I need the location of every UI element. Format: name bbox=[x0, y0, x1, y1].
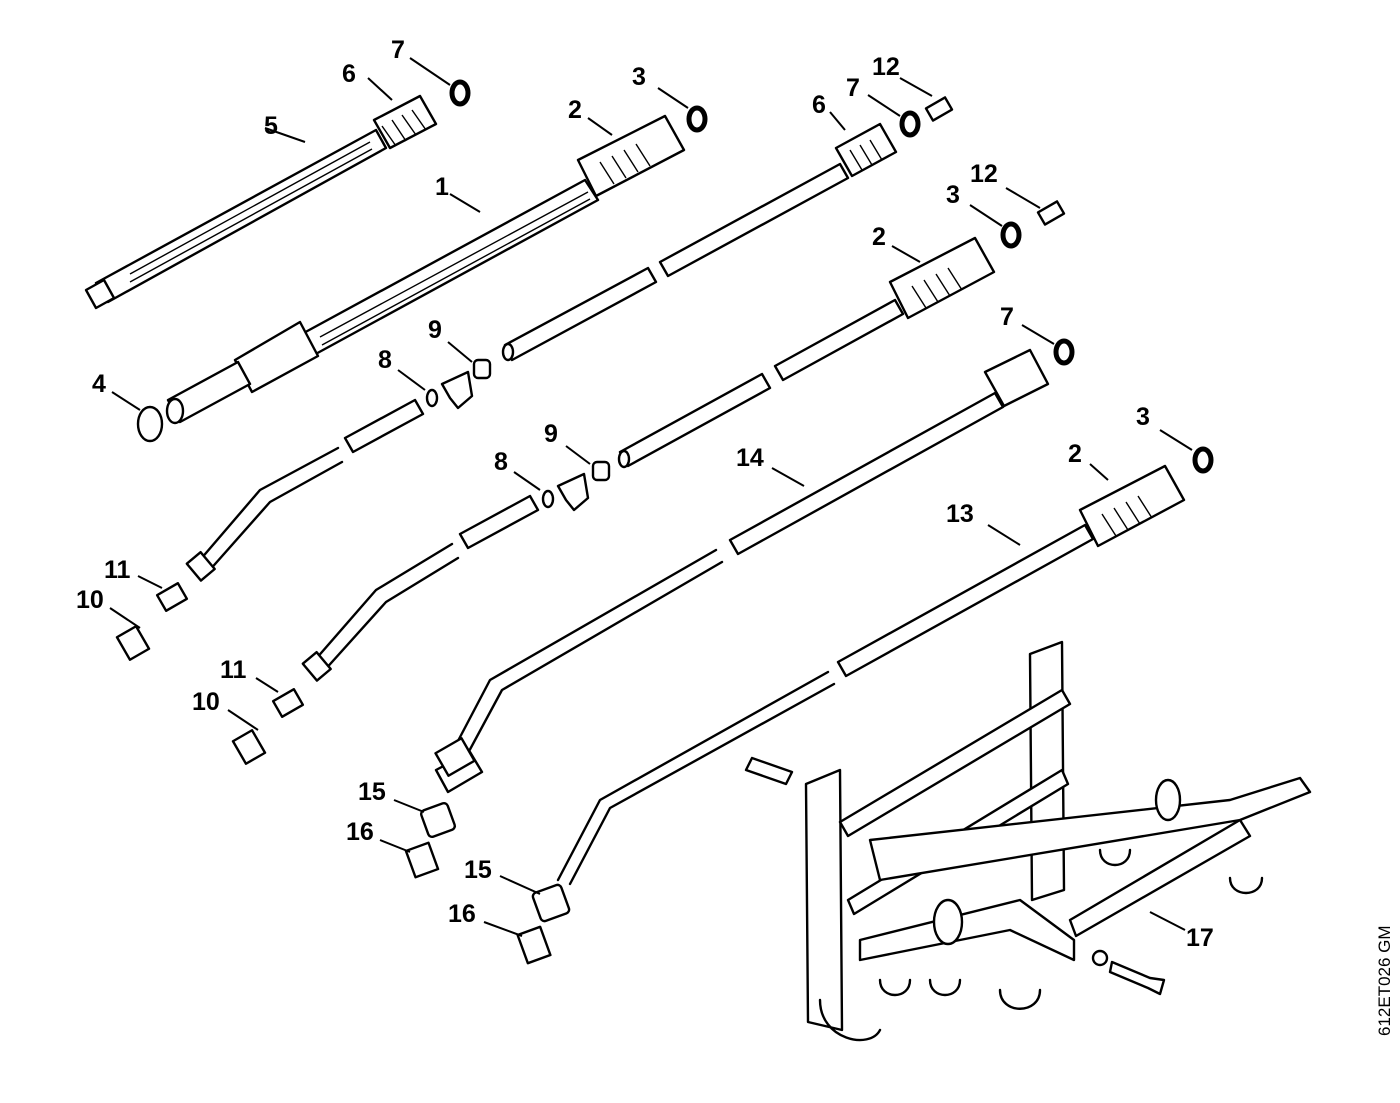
ring-8b bbox=[541, 489, 555, 509]
callout-13: 13 bbox=[946, 500, 974, 528]
screw bbox=[1108, 960, 1166, 996]
sleeve-15b bbox=[531, 883, 571, 923]
dowel bbox=[744, 756, 794, 786]
callout-14: 14 bbox=[736, 444, 764, 472]
callout-11b: 11 bbox=[220, 656, 247, 684]
callout-2c: 2 bbox=[1068, 440, 1082, 468]
callout-16a: 16 bbox=[346, 818, 374, 846]
nut-9a bbox=[472, 358, 492, 380]
part-straight-tube-upper bbox=[501, 122, 898, 362]
callout-7c: 7 bbox=[1000, 303, 1014, 331]
part-bent-tube-middle bbox=[301, 494, 540, 682]
callout-17: 17 bbox=[1186, 924, 1214, 952]
callout-9a: 9 bbox=[428, 316, 442, 344]
nut-9b bbox=[591, 460, 611, 482]
union-16a bbox=[404, 841, 440, 879]
callout-6a: 6 bbox=[342, 60, 356, 88]
callout-2b: 2 bbox=[872, 223, 886, 251]
part-2-fitting-middle bbox=[617, 236, 996, 469]
part-13-long-tube bbox=[556, 464, 1186, 886]
callout-15b: 15 bbox=[464, 856, 492, 884]
ring-3a bbox=[686, 105, 708, 133]
wing-clamp-a bbox=[440, 370, 474, 410]
nozzle-10b bbox=[231, 729, 267, 765]
ring-7c bbox=[1053, 338, 1075, 366]
callout-12b: 12 bbox=[970, 160, 998, 188]
callout-16b: 16 bbox=[448, 900, 476, 928]
small-parts bbox=[115, 79, 1214, 996]
callout-7b: 7 bbox=[846, 74, 860, 102]
callout-3a: 3 bbox=[632, 63, 646, 91]
ring-7a bbox=[449, 79, 471, 107]
nozzle-12b bbox=[1036, 200, 1066, 226]
callout-3b: 3 bbox=[946, 181, 960, 209]
callout-5: 5 bbox=[264, 112, 278, 140]
callout-8b: 8 bbox=[494, 448, 508, 476]
sleeve-15a bbox=[419, 801, 457, 839]
washer bbox=[1091, 949, 1109, 967]
part-1-lance-tube bbox=[165, 114, 686, 425]
callout-3c: 3 bbox=[1136, 403, 1150, 431]
callout-11a: 11 bbox=[104, 556, 131, 584]
part-17-wall-bracket bbox=[804, 640, 1312, 1042]
callout-10a: 10 bbox=[76, 586, 104, 614]
callout-2a: 2 bbox=[568, 96, 582, 124]
ring-4 bbox=[136, 405, 164, 443]
callout-8a: 8 bbox=[378, 346, 392, 374]
union-16b bbox=[516, 925, 552, 965]
callout-12a: 12 bbox=[872, 53, 900, 81]
part-5-extension-tube bbox=[84, 94, 438, 310]
ring-3b bbox=[1000, 221, 1022, 249]
callout-15a: 15 bbox=[358, 778, 386, 806]
callout-9b: 9 bbox=[544, 420, 558, 448]
wing-clamp-b bbox=[556, 472, 590, 512]
drawing-code: 612ET026 GM bbox=[1375, 925, 1394, 1036]
callout-10b: 10 bbox=[192, 688, 220, 716]
ring-3c bbox=[1192, 446, 1214, 474]
part-14-long-tube bbox=[434, 348, 1050, 794]
callout-4: 4 bbox=[92, 370, 106, 398]
nozzle-11b bbox=[271, 688, 305, 718]
callout-6b: 6 bbox=[812, 91, 826, 119]
part-bent-tube-left bbox=[185, 398, 425, 582]
nozzle-10a bbox=[115, 625, 151, 661]
leader-lines bbox=[109, 57, 1193, 937]
callout-1: 1 bbox=[435, 173, 449, 201]
nozzle-11a bbox=[155, 582, 189, 612]
ring-8a bbox=[425, 388, 439, 408]
ring-7b bbox=[899, 110, 921, 138]
callout-labels: 1 2 2 2 3 3 3 4 5 6 6 7 7 7 8 8 9 9 10 1… bbox=[76, 36, 1214, 952]
callout-7a: 7 bbox=[391, 36, 405, 64]
nozzle-12a bbox=[924, 96, 954, 122]
